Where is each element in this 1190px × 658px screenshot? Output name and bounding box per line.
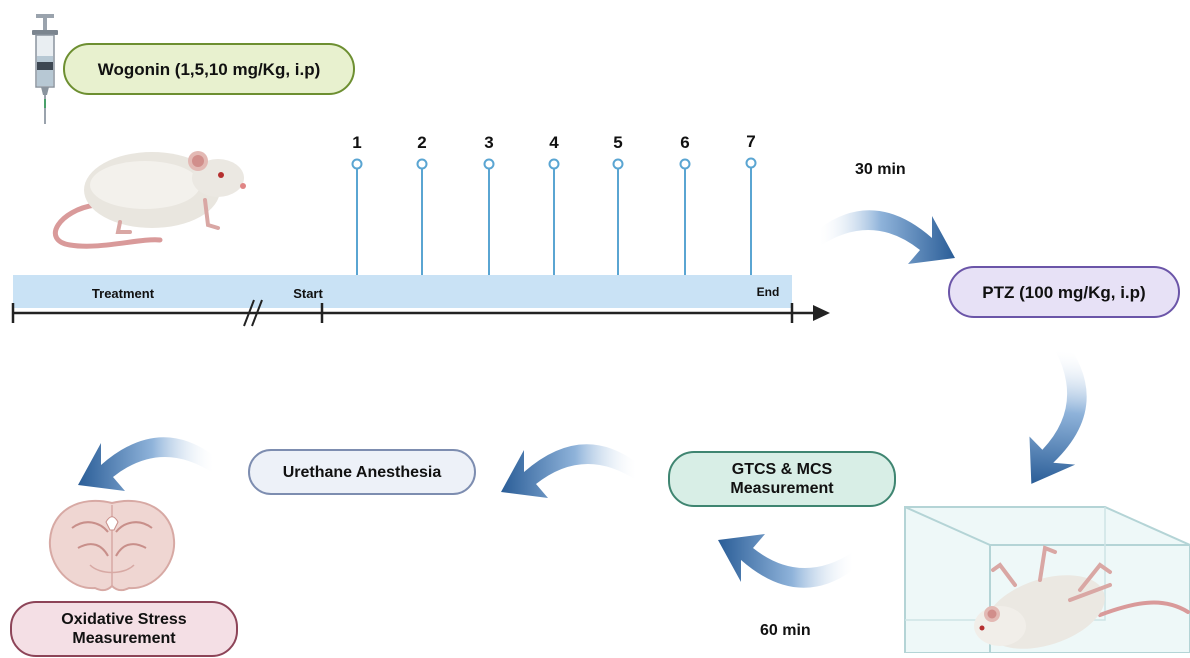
measurement-box: GTCS & MCS Measurement [668, 451, 896, 507]
induction-box-label: PTZ (100 mg/Kg, i.p) [982, 282, 1146, 302]
marker-label: 7 [746, 132, 755, 151]
treatment-box: Wogonin (1,5,10 mg/Kg, i.p) [63, 43, 355, 95]
anesthesia-box: Urethane Anesthesia [248, 449, 476, 495]
mouse-icon [52, 151, 246, 249]
marker-label: 2 [417, 133, 426, 152]
stress-box: Oxidative Stress Measurement [10, 601, 238, 657]
curved-arrow-icon [718, 534, 853, 588]
segment-end-label: End [757, 285, 780, 299]
segment-start-label: Start [293, 286, 323, 301]
measurement-box-line1: GTCS & MCS [731, 461, 833, 478]
measurement-box-line2: Measurement [730, 480, 834, 497]
curved-arrow-icon [1025, 348, 1091, 489]
marker-label: 5 [613, 133, 622, 152]
marker-label: 1 [352, 133, 361, 152]
syringe-icon [32, 14, 58, 124]
marker-label: 3 [484, 133, 493, 152]
interval-60-label: 60 min [760, 622, 811, 639]
anesthesia-box-label: Urethane Anesthesia [282, 463, 442, 481]
day-markers: 1 2 3 4 5 6 7 [351, 132, 757, 275]
treatment-box-label: Wogonin (1,5,10 mg/Kg, i.p) [97, 59, 321, 79]
curved-arrow-icon [501, 444, 636, 498]
brain-section-icon [48, 499, 176, 592]
stress-box-line2: Measurement [72, 630, 176, 647]
marker-label: 6 [680, 133, 689, 152]
interval-30-label: 30 min [855, 161, 906, 178]
stress-box-line1: Oxidative Stress [61, 611, 187, 628]
curved-arrow-icon [78, 437, 213, 491]
segment-treatment-label: Treatment [92, 286, 155, 301]
induction-box: PTZ (100 mg/Kg, i.p) [948, 266, 1180, 318]
timeline-axis [11, 299, 830, 327]
marker-label: 4 [549, 133, 559, 152]
curved-arrow-icon [820, 210, 955, 264]
mouse-icon [974, 545, 1190, 649]
timeline-band [13, 275, 792, 308]
